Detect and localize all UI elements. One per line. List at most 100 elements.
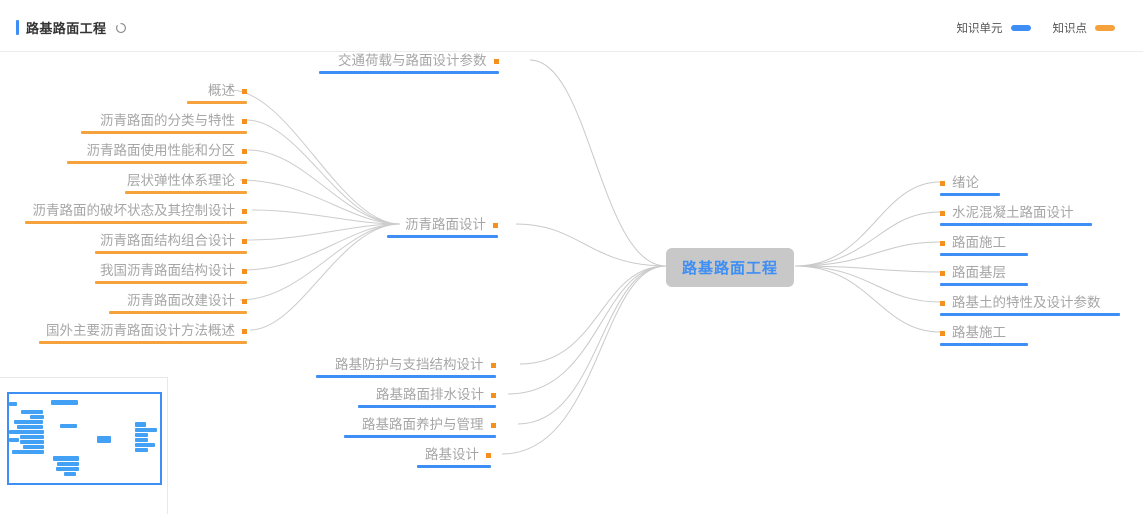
minimap-block: [21, 410, 43, 414]
legend-item-unit: 知识单元: [957, 20, 1031, 36]
node-left-bottom-3[interactable]: 路基设计: [417, 446, 491, 468]
minimap-block: [135, 422, 146, 427]
node-bullet-icon: [490, 363, 496, 368]
node-label: 路基防护与支挡结构设计: [335, 357, 484, 372]
node-left-bottom-0[interactable]: 路基防护与支挡结构设计: [315, 356, 496, 378]
node-bullet-icon: [940, 211, 945, 216]
node-underline: [109, 311, 247, 314]
node-bullet-icon: [242, 149, 247, 154]
minimap-block: [9, 402, 17, 406]
node-left-child-5[interactable]: 沥青路面结构组合设计: [83, 232, 247, 254]
node-label: 沥青路面的破坏状态及其控制设计: [32, 203, 236, 218]
root-node-label: 路基路面工程: [682, 260, 779, 277]
node-underline: [387, 235, 498, 238]
node-bullet-icon: [486, 453, 491, 458]
node-underline: [940, 343, 1028, 346]
node-underline: [81, 131, 247, 134]
node-right-4[interactable]: 路基土的特性及设计参数: [940, 294, 1120, 316]
node-left-child-0[interactable]: 概述: [172, 82, 247, 104]
node-left-child-1[interactable]: 沥青路面的分类与特性: [68, 112, 247, 134]
refresh-icon[interactable]: [115, 22, 127, 34]
page-title-label: 路基路面工程: [26, 21, 107, 36]
node-label: 沥青路面设计: [405, 217, 486, 232]
node-left-top-branch[interactable]: 交通荷载与路面设计参数: [318, 52, 499, 74]
node-bullet-icon: [242, 329, 247, 334]
page-title: 路基路面工程: [16, 18, 127, 37]
node-label: 概述: [208, 83, 235, 98]
node-left-child-4[interactable]: 沥青路面的破坏状态及其控制设计: [14, 202, 247, 224]
node-label: 路面施工: [952, 235, 1006, 250]
node-bullet-icon: [493, 223, 498, 228]
node-underline: [95, 281, 247, 284]
node-bullet-icon: [242, 89, 247, 94]
node-left-mid-branch[interactable]: 沥青路面设计: [387, 216, 498, 238]
mindmap-canvas[interactable]: 路基路面工程 交通荷载与路面设计参数 沥青路面设计 概述 沥青路面的分类与特性 …: [0, 52, 1143, 514]
node-label: 路基施工: [952, 325, 1006, 340]
node-right-2[interactable]: 路面施工: [940, 234, 1028, 256]
minimap-block: [135, 428, 157, 432]
node-bullet-icon: [491, 393, 496, 398]
node-label: 路基设计: [425, 447, 479, 462]
node-left-bottom-2[interactable]: 路基路面养护与管理: [343, 416, 496, 438]
node-right-0[interactable]: 绪论: [940, 174, 1000, 196]
node-underline: [318, 71, 499, 74]
node-underline: [95, 251, 247, 254]
legend-label-unit: 知识单元: [956, 23, 1003, 35]
node-underline: [940, 283, 1028, 286]
node-bullet-icon: [940, 181, 945, 186]
minimap-block: [20, 435, 44, 439]
minimap-block: [53, 456, 79, 461]
node-left-child-2[interactable]: 沥青路面使用性能和分区: [55, 142, 247, 164]
node-left-child-7[interactable]: 沥青路面改建设计: [96, 292, 247, 314]
node-underline: [940, 223, 1092, 226]
node-underline: [940, 253, 1028, 256]
node-label: 层状弹性体系理论: [127, 173, 235, 188]
node-label: 路基路面养护与管理: [362, 417, 484, 432]
minimap-block: [64, 472, 76, 476]
node-underline: [358, 405, 496, 408]
node-right-5[interactable]: 路基施工: [940, 324, 1028, 346]
root-node[interactable]: 路基路面工程: [666, 248, 795, 287]
minimap-panel[interactable]: [0, 377, 168, 514]
minimap-block: [20, 440, 44, 444]
node-bullet-icon: [242, 179, 247, 184]
node-label: 沥青路面使用性能和分区: [86, 143, 236, 158]
node-label: 交通荷载与路面设计参数: [338, 53, 487, 68]
minimap-block: [17, 425, 43, 429]
minimap-block: [57, 462, 79, 466]
minimap-block: [12, 450, 44, 454]
minimap-block: [51, 400, 78, 405]
node-bullet-icon: [242, 119, 247, 124]
node-label: 沥青路面结构组合设计: [100, 233, 235, 248]
node-bullet-icon: [242, 209, 247, 214]
minimap-block: [9, 438, 19, 442]
page-header: 路基路面工程 知识单元 知识点: [0, 0, 1143, 52]
node-underline: [125, 191, 247, 194]
node-bullet-icon: [242, 239, 247, 244]
node-bullet-icon: [940, 271, 945, 276]
minimap-block: [30, 415, 44, 419]
node-underline: [187, 101, 247, 104]
node-left-child-3[interactable]: 层状弹性体系理论: [110, 172, 247, 194]
node-bullet-icon: [940, 301, 945, 306]
node-right-3[interactable]: 路面基层: [940, 264, 1028, 286]
minimap-block: [135, 438, 148, 442]
minimap-block: [56, 467, 79, 471]
node-right-1[interactable]: 水泥混凝土路面设计: [940, 204, 1092, 226]
minimap-block: [23, 445, 44, 449]
minimap-block: [97, 436, 111, 443]
node-label: 路面基层: [952, 265, 1006, 280]
node-bullet-icon: [490, 423, 496, 428]
minimap-block: [60, 424, 77, 428]
legend-item-point: 知识点: [1053, 20, 1115, 36]
node-underline: [940, 193, 1000, 196]
node-left-bottom-1[interactable]: 路基路面排水设计: [358, 386, 496, 408]
node-label: 沥青路面的分类与特性: [100, 113, 235, 128]
node-left-child-6[interactable]: 我国沥青路面结构设计: [83, 262, 247, 284]
minimap-viewport[interactable]: [7, 392, 162, 485]
legend-swatch-point: [1095, 25, 1115, 31]
node-left-child-8[interactable]: 国外主要沥青路面设计方法概述: [28, 322, 247, 344]
title-accent-bar: [16, 20, 19, 35]
node-label: 绪论: [952, 175, 979, 190]
